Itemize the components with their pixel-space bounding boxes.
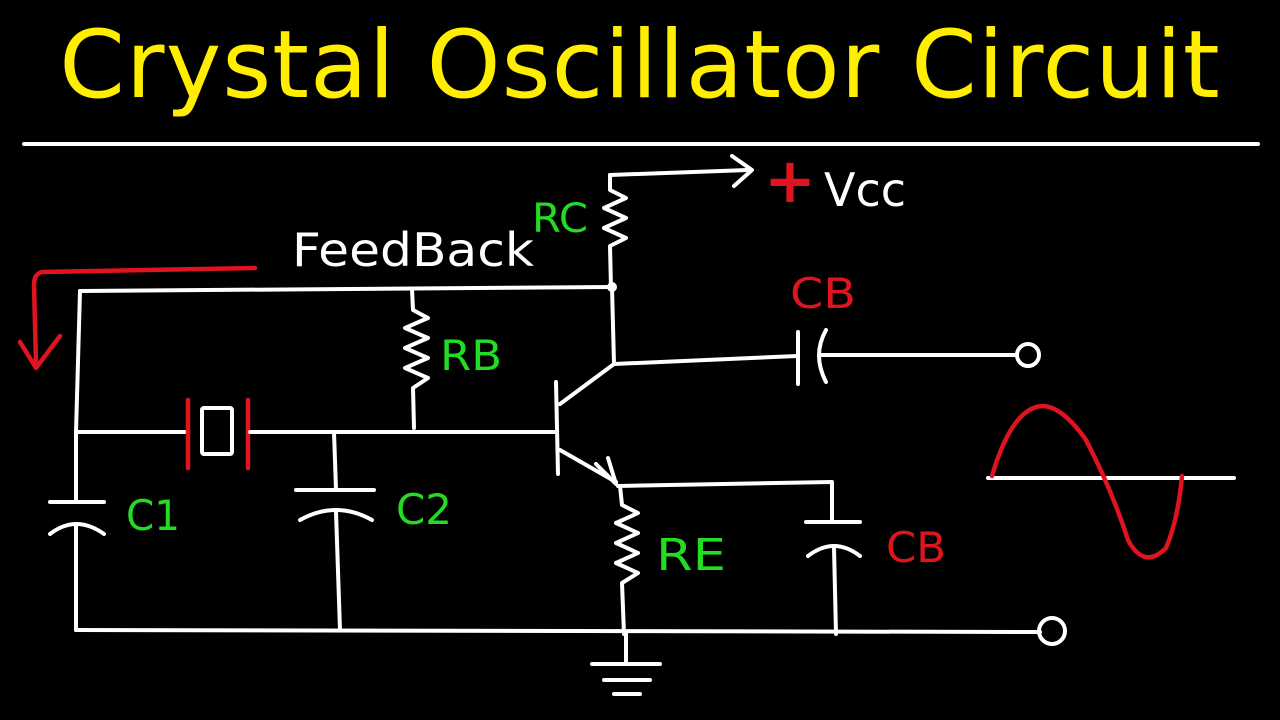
- crystal-element: [185, 397, 251, 471]
- ground-symbol: [590, 632, 662, 696]
- title-underline: [22, 142, 1260, 146]
- collector-wire: [610, 285, 616, 366]
- collector-output-wire: [612, 354, 799, 366]
- vcc-label: Vcc: [824, 163, 906, 217]
- capacitor-c1: [48, 500, 106, 632]
- page-title: Crystal Oscillator Circuit: [59, 10, 1221, 120]
- resistor-rc: [602, 173, 628, 290]
- resistor-re: [614, 484, 640, 636]
- vcc-plus-sign: +: [764, 144, 816, 217]
- cb-bypass-label: CB: [886, 523, 946, 572]
- c1-label: C1: [126, 491, 180, 540]
- capacitor-cb-bypass: [804, 520, 862, 636]
- vcc-arrow: [608, 154, 754, 188]
- feedback-label: FeedBack: [292, 223, 534, 277]
- capacitor-c2: [294, 430, 376, 632]
- top-rail-wire: [78, 285, 614, 293]
- output-terminal-bottom: [1037, 616, 1067, 646]
- re-label: RE: [656, 530, 726, 581]
- capacitor-cb-output: [796, 328, 1041, 386]
- c2-label: C2: [396, 485, 452, 534]
- rb-label: RB: [440, 331, 502, 380]
- feedback-arrow: [17, 265, 258, 371]
- left-vertical-wire: [74, 289, 82, 504]
- emitter-bypass-wire: [616, 480, 834, 524]
- bottom-rail-wire: [74, 628, 1042, 634]
- npn-transistor: [554, 362, 618, 486]
- sine-wave-graphic: [986, 403, 1236, 560]
- rc-label: RC: [532, 196, 588, 242]
- resistor-rb: [403, 287, 430, 430]
- cb-output-label: CB: [790, 269, 856, 318]
